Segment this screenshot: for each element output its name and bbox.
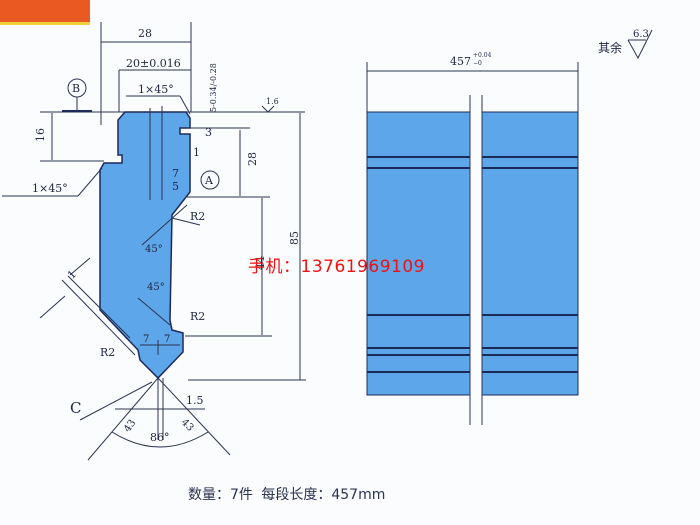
length-dim-label: 457 (450, 55, 471, 68)
dim-7-label: 7 (172, 167, 179, 180)
tip-angle-line (87, 377, 159, 461)
logo-banner (0, 0, 90, 25)
break-gap (470, 95, 482, 425)
tool-profile (99, 111, 191, 380)
offset-line (67, 275, 131, 339)
roughness-symbol-icon (627, 29, 653, 60)
angle-line (141, 204, 188, 246)
dim-tol-label: 5-0.34/-0.28 (209, 63, 218, 112)
tip-angle-arc (111, 431, 209, 448)
dim-28v-label: 28 (246, 152, 259, 166)
dim-85-label: 85 (288, 231, 301, 245)
angle-line (137, 297, 171, 326)
leader (179, 95, 191, 115)
surface-finish-icon (261, 105, 275, 113)
leader (171, 217, 201, 226)
dim-5-label: 5 (172, 180, 179, 193)
chamfer-top-label: 1×45° (138, 83, 174, 96)
half-angle-right-label: 43 (179, 417, 196, 434)
dim-20-label: 20±0.016 (126, 57, 181, 70)
dim-1-label: 1 (193, 146, 200, 159)
radius-2-label: R2 (190, 310, 205, 323)
side-offset-label: 1 (65, 268, 79, 282)
front-view: 457 +0.04 −0 其余 6.3 (366, 29, 653, 425)
dim-3-label: 3 (205, 126, 212, 139)
length-tol-upper: +0.04 (473, 52, 492, 59)
leader-c (79, 381, 153, 421)
angle-2-label: 45° (147, 282, 165, 293)
tip-angle-line (157, 377, 231, 456)
label-c: C (70, 399, 81, 417)
dim-7-left-label: 7 (143, 334, 149, 345)
offset-dim (39, 295, 66, 319)
surface-finish-label: 1.6 (266, 97, 279, 106)
datum-b-label: B (72, 82, 80, 95)
half-angle-left-label: 43 (122, 418, 138, 435)
datum-a-circle (200, 170, 220, 190)
radius-1-label: R2 (190, 210, 205, 223)
offset-line (61, 279, 136, 356)
dim-44-label: 44 (254, 256, 267, 270)
angle-1-label: 45° (145, 244, 163, 255)
tip-angle-label: 86° (150, 431, 170, 444)
offset-dim (69, 257, 91, 276)
datum-a-label: A (204, 174, 214, 187)
roughness-value: 6.3 (633, 29, 649, 40)
chamfer-left-label: 1×45° (32, 182, 68, 195)
caption: 数量：7件 每段长度：457mm (188, 487, 386, 503)
roughness-label: 其余 (598, 40, 622, 55)
leader (77, 167, 103, 197)
radius-3-label: R2 (100, 346, 115, 359)
length-tol-lower: −0 (473, 60, 482, 67)
tip-offset-label: 1.5 (186, 394, 204, 407)
dim-28-label: 28 (138, 27, 152, 40)
watermark-phone: 手机：13761969109 (248, 257, 425, 277)
dim-7-right-label: 7 (164, 334, 170, 345)
dim-16-label: 16 (34, 128, 47, 142)
profile-view: 28 20±0.016 1×45° B 16 1×45° 3 1 7 5 (2, 22, 306, 461)
